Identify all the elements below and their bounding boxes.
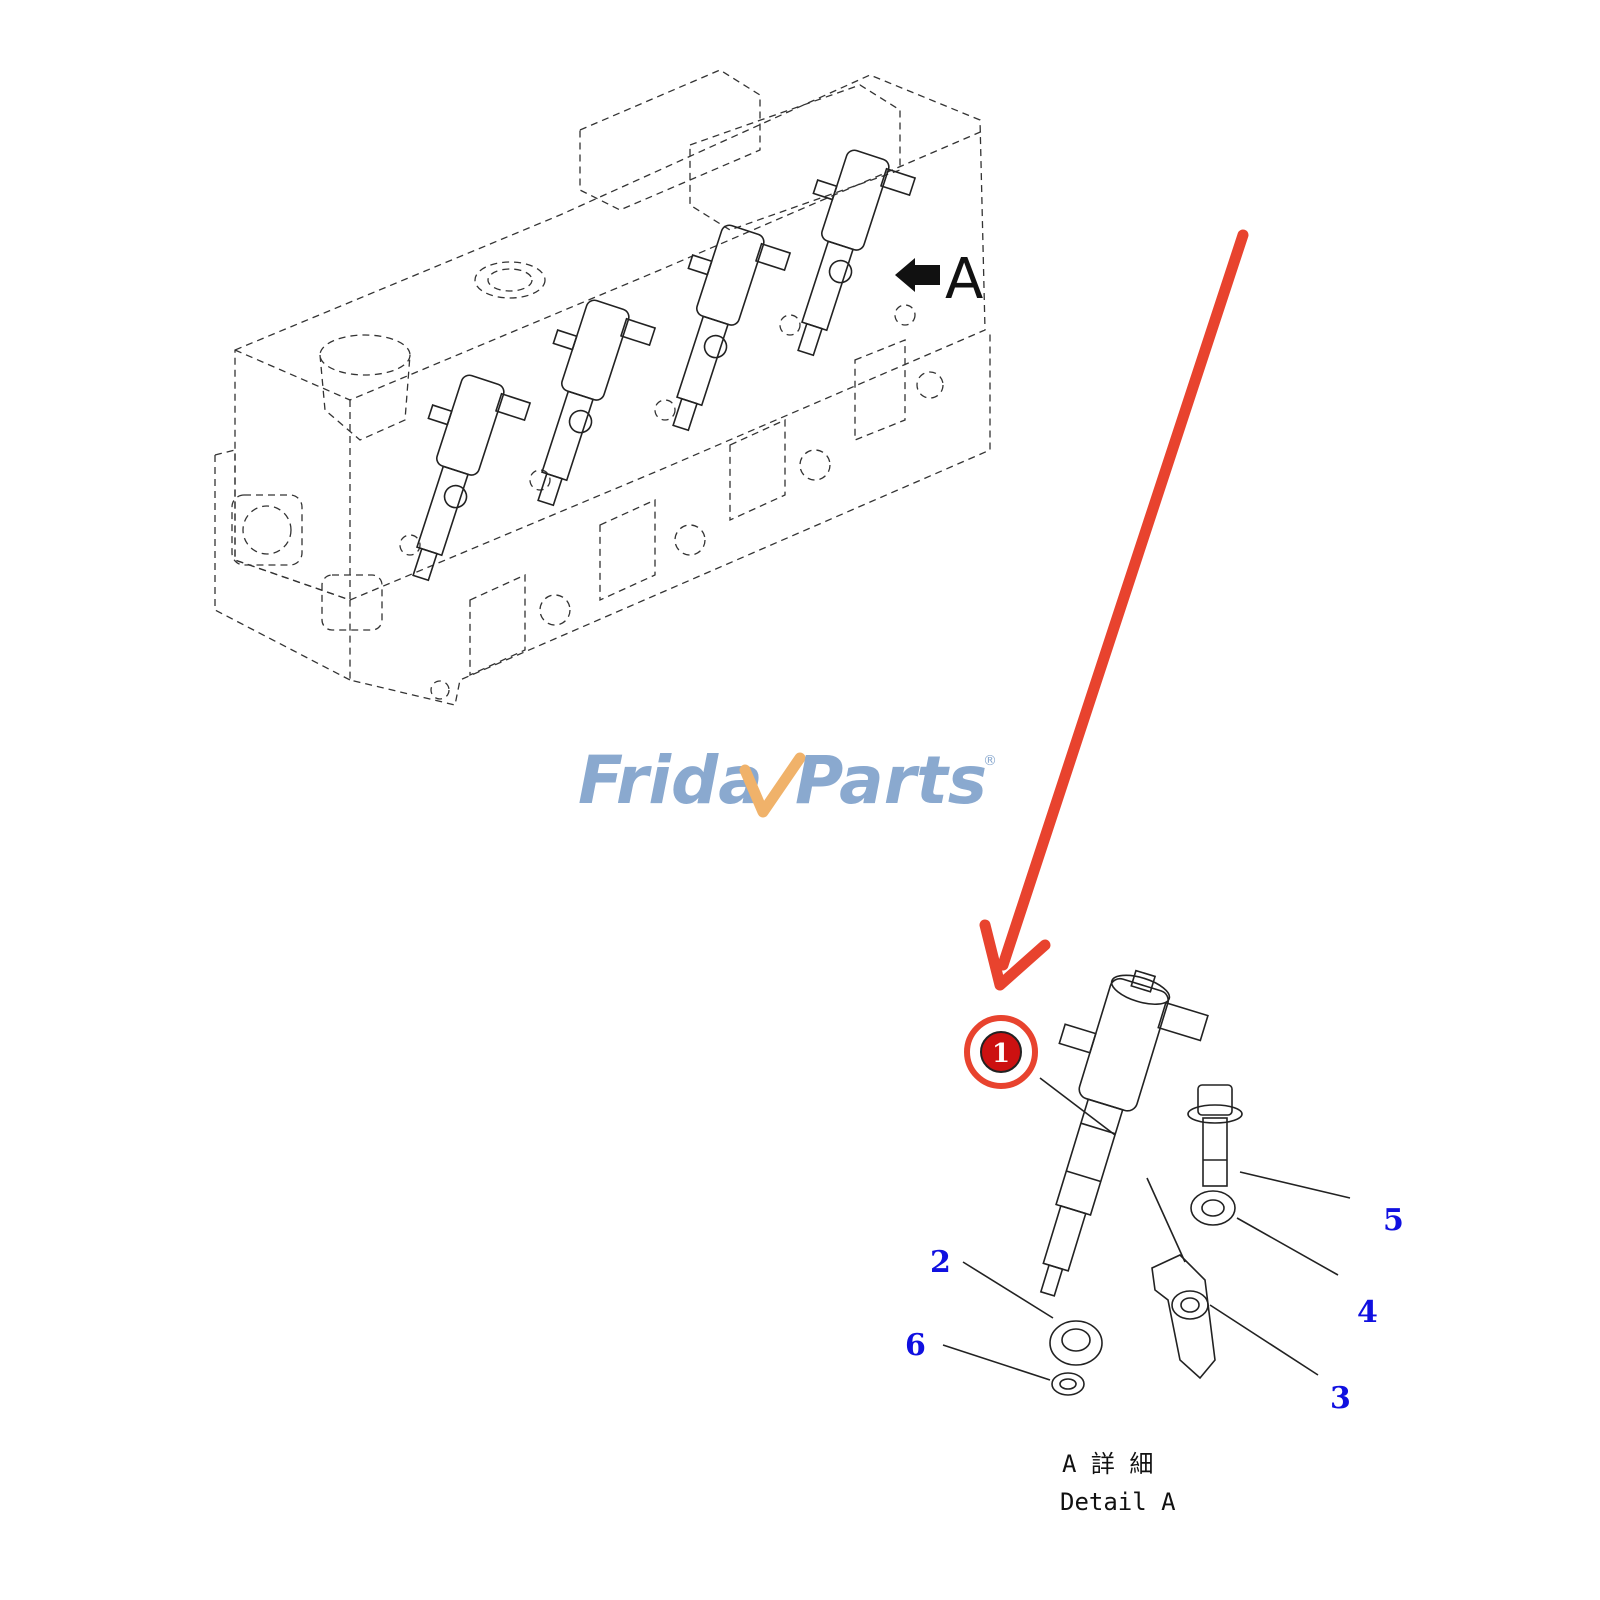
injector-part xyxy=(1039,969,1209,1297)
detail-caption-english: Detail A xyxy=(1060,1488,1176,1516)
svg-text:Parts: Parts xyxy=(795,742,987,819)
watermark-text-1: Frida xyxy=(578,742,763,819)
callout-4: 4 xyxy=(1357,1295,1378,1330)
gasket-part xyxy=(1049,1320,1103,1366)
highlighted-callout-1: 1 xyxy=(964,1015,1038,1089)
view-a-arrow: A xyxy=(895,247,983,312)
cylinder-head-drawing xyxy=(214,69,991,706)
watermark-text-2: Parts xyxy=(795,742,987,819)
callout-5: 5 xyxy=(1383,1203,1404,1238)
leader-lines xyxy=(942,1077,1351,1381)
bolt-part xyxy=(1187,1084,1243,1187)
callout-1-label: 1 xyxy=(992,1039,1010,1069)
callout-6: 6 xyxy=(905,1328,926,1363)
engine-injectors xyxy=(412,149,917,582)
view-a-label: A xyxy=(945,247,983,312)
detail-a-drawing: 5 4 3 2 6 1 A 詳 細 Detail A xyxy=(905,969,1404,1516)
fridayparts-watermark: Frida Parts ® xyxy=(578,742,997,819)
callout-3: 3 xyxy=(1330,1381,1351,1416)
clamp-part xyxy=(1151,1254,1216,1380)
red-pointer-arrow xyxy=(979,229,1249,991)
watermark-check-mark xyxy=(739,752,806,818)
registered-mark: ® xyxy=(983,753,997,769)
detail-caption-japanese: A 詳 細 xyxy=(1062,1450,1153,1478)
washer-part xyxy=(1190,1190,1236,1226)
o-ring-part xyxy=(1051,1372,1085,1396)
callout-2: 2 xyxy=(930,1245,951,1280)
svg-text:Frida: Frida xyxy=(578,742,763,819)
